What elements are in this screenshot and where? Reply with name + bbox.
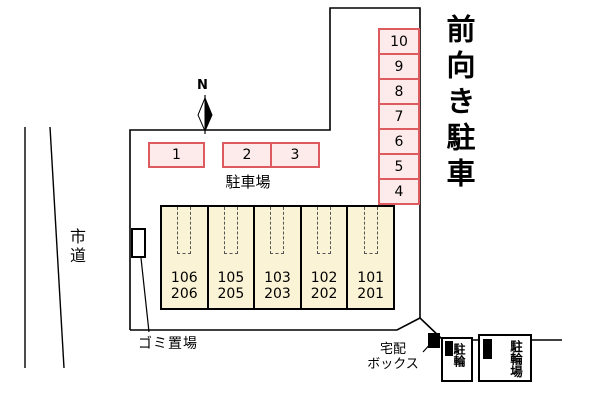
building-unit: 102 202 (302, 207, 349, 308)
unit-numbers: 103 203 (255, 270, 300, 302)
unit-number-upper: 103 (264, 270, 291, 286)
parking-space-5: 5 (378, 153, 420, 180)
parking-space-2: 2 (242, 147, 252, 163)
parking-lot-label: 駐車場 (225, 173, 271, 191)
parking-space-10: 10 (378, 28, 420, 55)
boundary-path-bottom (130, 317, 421, 331)
unit-number-lower: 202 (310, 286, 338, 302)
stair-icon (223, 207, 238, 254)
stair-icon (177, 207, 192, 254)
north-arrow-icon (197, 95, 213, 134)
garbage-leader-line (140, 257, 150, 333)
unit-number-lower: 205 (217, 286, 245, 302)
apartment-building: 106 206 105 205 103 203 102 202 (160, 205, 395, 310)
unit-number-upper: 101 (357, 270, 385, 286)
building-unit: 106 206 (162, 207, 209, 308)
north-label: N (197, 78, 208, 93)
unit-numbers: 102 202 (302, 270, 347, 302)
building-unit: 103 203 (255, 207, 302, 308)
delivery-box-label-line2: ボックス (367, 357, 419, 372)
parking-space-1: 1 (148, 142, 205, 168)
unit-number-lower: 201 (357, 286, 385, 302)
city-road-label: 市道 (67, 228, 86, 266)
garbage-box (131, 228, 146, 258)
parking-column: 10 9 8 7 6 5 4 (378, 28, 420, 205)
parking-spaces-2-3: 2 3 (222, 142, 320, 168)
road-line-inner (49, 126, 65, 369)
unit-number-upper: 106 (170, 270, 198, 286)
building-unit: 105 205 (209, 207, 256, 308)
boundary-path (129, 7, 421, 330)
parking-space-3: 3 (270, 144, 318, 166)
bike-parking-small-label: 駐輪 (452, 343, 466, 367)
unit-number-lower: 206 (170, 286, 198, 302)
bike-icon (483, 339, 492, 359)
stair-icon (363, 207, 378, 254)
parking-space-7: 7 (378, 103, 420, 130)
parking-space-9: 9 (378, 53, 420, 80)
bike-icon (445, 341, 453, 356)
unit-number-upper: 105 (217, 270, 245, 286)
bike-parking-box-small: 駐輪 (441, 337, 473, 382)
unit-numbers: 105 205 (209, 270, 254, 302)
unit-number-upper: 102 (310, 270, 338, 286)
parking-space-4: 4 (378, 178, 420, 205)
delivery-box-label-line1: 宅配 (379, 342, 406, 357)
parking-space-8: 8 (378, 78, 420, 105)
unit-number-lower: 203 (264, 286, 291, 302)
stair-icon (270, 207, 285, 254)
parking-space-6: 6 (378, 128, 420, 155)
front-parking-notice: 前向き駐車 (442, 14, 476, 194)
delivery-box-label: 宅配 ボックス (362, 342, 424, 372)
delivery-box-icon (428, 333, 440, 348)
building-unit: 101 201 (348, 207, 393, 308)
unit-numbers: 101 201 (348, 270, 393, 302)
unit-numbers: 106 206 (162, 270, 207, 302)
bike-parking-large-label: 駐輪場 (508, 340, 523, 378)
stair-icon (317, 207, 332, 254)
garbage-area-label: ゴミ置場 (138, 336, 198, 352)
bike-parking-box-large: 駐輪場 (478, 334, 532, 382)
